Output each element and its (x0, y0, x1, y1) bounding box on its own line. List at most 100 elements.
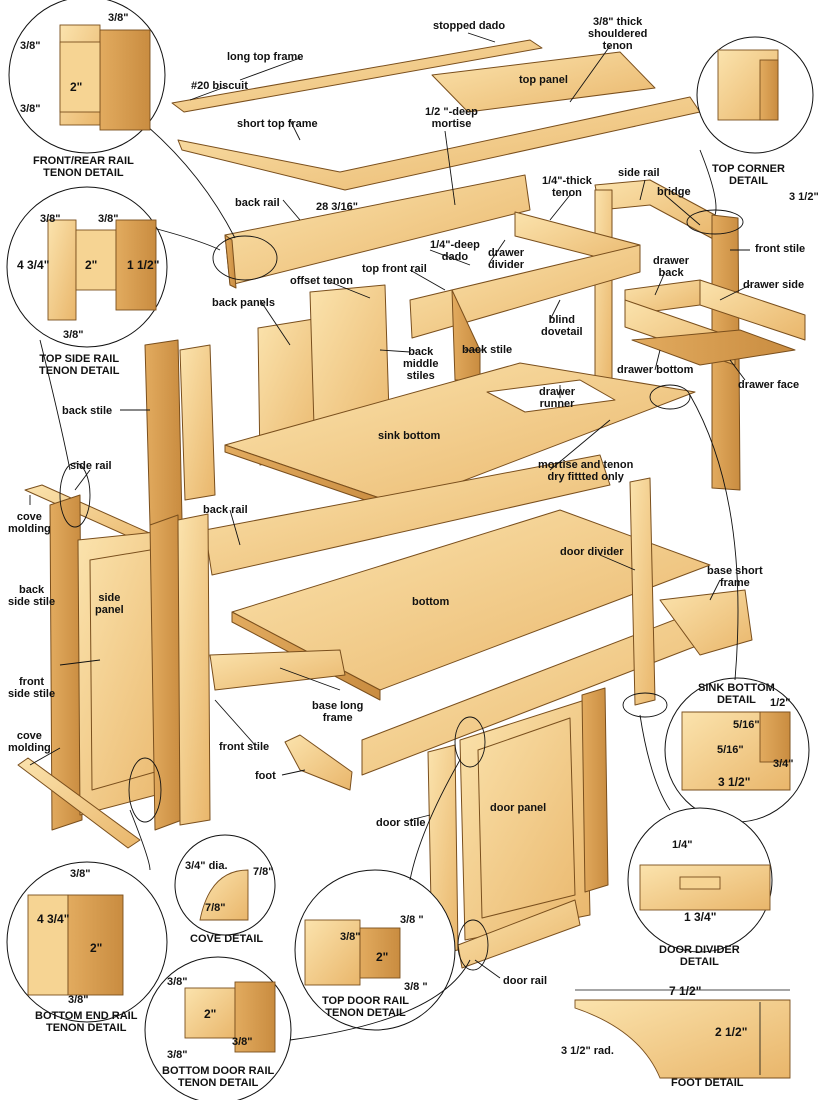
dim-ts-2: 2" (85, 258, 98, 272)
top-panel (431, 51, 656, 113)
dim-sb-1-2: 1/2" (770, 697, 791, 709)
dim-bd-3-8-c: 3/8" (167, 1049, 188, 1061)
dim-ft-2-1-2: 2 1/2" (715, 1025, 748, 1039)
base-short-frame (659, 589, 753, 656)
drawer-bottom (631, 329, 796, 366)
dim-sb-3-1-2: 3 1/2" (718, 775, 751, 789)
label-back-stile-mid: back stile (462, 344, 513, 356)
label-shouldered-tenon: 3/8" thick shouldered tenon (588, 16, 648, 52)
label-short-top-frame: short top frame (237, 118, 318, 130)
caption-front-rear-tenon: FRONT/REAR RAIL TENON DETAIL (33, 155, 134, 179)
dim-sb-5-16-b: 5/16" (717, 744, 744, 756)
label-long-top-frame: long top frame (227, 51, 304, 63)
label-sink-bottom: sink bottom (378, 430, 441, 442)
door-stile-right (581, 687, 609, 893)
label-cove-molding-bottom: cove molding (8, 730, 51, 754)
foot-piece (284, 734, 353, 791)
caption-cove: COVE DETAIL (190, 933, 264, 945)
caption-bottom-door-tenon: BOTTOM DOOR RAIL TENON DETAIL (162, 1065, 275, 1089)
label-top-front-rail: top front rail (362, 263, 427, 275)
label-drawer-face: drawer face (738, 379, 800, 391)
label-deep-dado: 1/4"-deep dado (430, 239, 480, 263)
dim-ts-3-8-c: 3/8" (63, 329, 84, 341)
cove-molding-bottom (17, 757, 141, 849)
label-stopped-dado: stopped dado (433, 20, 506, 32)
dim-ts-1-1-2: 1 1/2" (127, 258, 160, 272)
dim-td-3-8-b: 3/8 " (400, 914, 424, 926)
base-left (209, 649, 346, 691)
top-front-rail (409, 244, 641, 339)
label-side-rail-left: side rail (70, 460, 112, 472)
dim-cv-3-4-dia: 3/4" dia. (185, 860, 228, 872)
label-drawer-divider: drawer divider (488, 247, 525, 271)
front-stile-left (177, 513, 211, 826)
label-back-stile-left: back stile (62, 405, 113, 417)
label-blind-dovetail: blind dovetail (541, 314, 583, 338)
caption-top-side-tenon: TOP SIDE RAIL TENON DETAIL (39, 353, 120, 377)
dim-td-3-8-a: 3/8" (340, 931, 361, 943)
caption-top-door-tenon: TOP DOOR RAIL TENON DETAIL (322, 995, 409, 1019)
dim-cv-7-8-b: 7/8" (205, 902, 226, 914)
label-base-short-frame: base short frame (707, 565, 763, 589)
dim-ts-3-8-a: 3/8" (40, 213, 61, 225)
label-back-middle-stiles: back middle stiles (403, 346, 439, 382)
back-panel-left (179, 344, 216, 501)
label-door-panel: door panel (490, 802, 547, 814)
dim-fr-3-8-top: 3/8" (108, 12, 129, 24)
label-dim-28: 28 3/16" (316, 201, 358, 213)
dim-be-4-3-4: 4 3/4" (37, 912, 70, 926)
label-door-divider: door divider (560, 546, 624, 558)
dim-ft-rad: 3 1/2" rad. (561, 1045, 614, 1057)
label-bottom: bottom (412, 596, 450, 608)
label-front-side-stile: front side stile (8, 676, 56, 700)
back-rail-lower (204, 454, 611, 576)
dim-ts-3-8-b: 3/8" (98, 213, 119, 225)
label-cove-molding-top: cove molding (8, 511, 51, 535)
back-side-stile (49, 494, 83, 831)
dim-fr-3-8-bot: 3/8" (20, 103, 41, 115)
label-drawer-runner: drawer runner (539, 386, 576, 410)
caption-sink-bottom: SINK BOTTOM DETAIL (698, 682, 775, 706)
dim-td-3-8-c: 3/8 " (404, 981, 428, 993)
label-dim-3-half: 3 1/2" (789, 191, 819, 203)
dim-ft-7-1-2: 7 1/2" (669, 984, 702, 998)
dim-bd-3-8-a: 3/8" (167, 976, 188, 988)
label-foot: foot (255, 770, 276, 782)
label-biscuit: #20 biscuit (191, 80, 248, 92)
door-divider-piece (629, 477, 656, 706)
dim-dd-1-3-4: 1 3/4" (684, 910, 717, 924)
dim-sb-3-4: 3/4" (773, 758, 794, 770)
back-stile-left (144, 339, 183, 526)
label-back-rail-mid: back rail (203, 504, 248, 516)
label-bridge: bridge (657, 186, 691, 198)
dim-cv-7-8-a: 7/8" (253, 866, 274, 878)
label-back-rail-top: back rail (235, 197, 280, 209)
dim-bd-2: 2" (204, 1007, 217, 1021)
dim-sb-5-16-a: 5/16" (733, 719, 760, 731)
label-drawer-side: drawer side (743, 279, 805, 291)
label-front-stile-right: front stile (755, 243, 806, 255)
caption-bottom-end-tenon: BOTTOM END RAIL TENON DETAIL (35, 1010, 138, 1034)
dim-td-2: 2" (376, 950, 389, 964)
label-door-stile: door stile (376, 817, 426, 829)
label-front-stile-left: front stile (219, 741, 270, 753)
label-drawer-back: drawer back (653, 255, 690, 279)
label-side-rail-right: side rail (618, 167, 660, 179)
label-drawer-bottom: drawer bottom (617, 364, 694, 376)
dim-fr-3-8-left: 3/8" (20, 40, 41, 52)
back-stile-right (594, 189, 613, 381)
caption-door-divider: DOOR DIVIDER DETAIL (659, 944, 740, 968)
label-offset-tenon: offset tenon (290, 275, 353, 287)
label-thick-tenon: 1/4"-thick tenon (542, 175, 592, 199)
caption-top-corner: TOP CORNER DETAIL (712, 163, 785, 187)
drawer-side (699, 279, 806, 341)
label-mortise-tenon: mortise and tenon dry fittted only (538, 459, 634, 483)
door-panel-piece (459, 699, 591, 941)
dim-be-2: 2" (90, 941, 103, 955)
dim-be-3-8-top: 3/8" (70, 868, 91, 880)
dim-be-3-8-bot: 3/8" (68, 994, 89, 1006)
front-side-stile (149, 514, 183, 831)
caption-foot: FOOT DETAIL (671, 1077, 744, 1089)
